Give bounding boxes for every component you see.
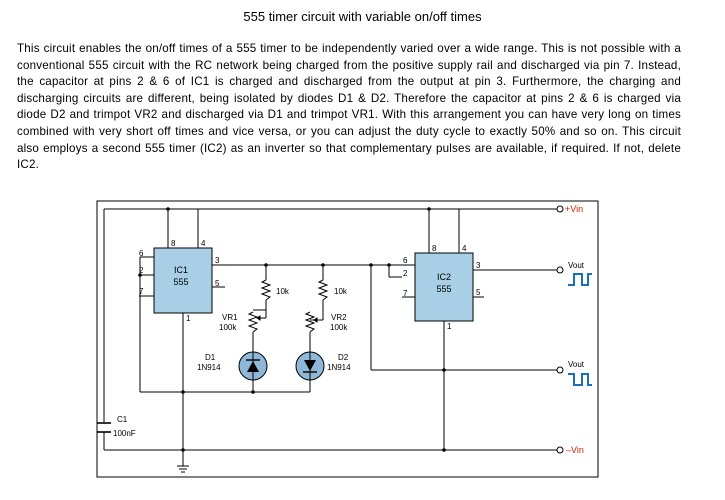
ic2-pin-6: 6 — [403, 256, 408, 265]
diode-d2 — [295, 351, 325, 381]
ic1-pin-3: 3 — [215, 256, 220, 265]
trimpot-vr1-name: VR1 — [222, 313, 238, 322]
pulse-waveform-icon-inverted — [568, 373, 592, 386]
terminal-circles — [556, 205, 564, 454]
diode-d1-part: 1N914 — [197, 363, 221, 372]
ic2-pin-3: 3 — [476, 261, 481, 270]
diode-d2-name: D2 — [338, 353, 349, 362]
ic2-pin-8: 8 — [432, 244, 437, 253]
ic2-pin-5: 5 — [476, 288, 481, 297]
ic1-pin-7: 7 — [139, 287, 144, 296]
terminal-vout1-icon — [556, 266, 564, 274]
trimpot-vr1 — [247, 311, 267, 333]
trimpot-vr2-name: VR2 — [331, 313, 347, 322]
ic2-chip — [414, 252, 474, 322]
resistor-r2-value: 10k — [334, 287, 348, 296]
diode-d1 — [238, 351, 268, 381]
terminal-vin-neg-label: –Vin — [566, 445, 584, 455]
ic1-chip — [153, 247, 213, 314]
diode-d1-name: D1 — [205, 353, 216, 362]
trimpot-vr1-value: 100k — [219, 323, 237, 332]
trimpot-vr2 — [304, 311, 324, 333]
terminal-vin-neg-icon — [556, 446, 564, 454]
ic1-pin-8: 8 — [171, 239, 176, 248]
ic1-pin-5: 5 — [215, 279, 220, 288]
terminal-vin-pos-label: +Vin — [565, 204, 583, 214]
resistor-r1 — [260, 279, 272, 301]
resistor-r1-value: 10k — [276, 287, 290, 296]
ground-icon — [177, 465, 189, 473]
ic1-pin-4: 4 — [201, 239, 206, 248]
trimpot-vr2-value: 100k — [330, 323, 348, 332]
capacitor-c1 — [97, 422, 111, 433]
ic1-pin-2: 2 — [139, 266, 144, 275]
ic2-pin-7: 7 — [403, 289, 408, 298]
schematic-border — [96, 200, 599, 478]
description-paragraph: This circuit enables the on/off times of… — [17, 42, 681, 172]
capacitor-c1-name: C1 — [117, 415, 128, 424]
terminal-vout2-label: Vout — [568, 360, 585, 369]
ic2-name: IC2 — [437, 272, 451, 282]
ic2-pin-1: 1 — [447, 322, 452, 331]
ic1-name: IC1 — [174, 265, 188, 275]
ic2-pin-2: 2 — [403, 269, 408, 278]
ic1-pin-6: 6 — [139, 249, 144, 258]
junction-dots — [138, 207, 446, 452]
diode-d2-part: 1N914 — [327, 363, 351, 372]
ic1-part: 555 — [173, 277, 188, 287]
terminal-vin-pos-icon — [556, 205, 564, 213]
ic2-part: 555 — [436, 284, 451, 294]
ic1-pin-1: 1 — [186, 314, 191, 323]
page-title: 555 timer circuit with variable on/off t… — [243, 9, 482, 24]
terminal-vout1-label: Vout — [568, 261, 585, 270]
ic2-pin-4: 4 — [462, 244, 467, 253]
capacitor-c1-value: 100nF — [113, 429, 136, 438]
pulse-waveform-icon — [568, 273, 592, 286]
resistor-r2 — [317, 279, 329, 301]
terminal-vout2-icon — [556, 366, 564, 374]
